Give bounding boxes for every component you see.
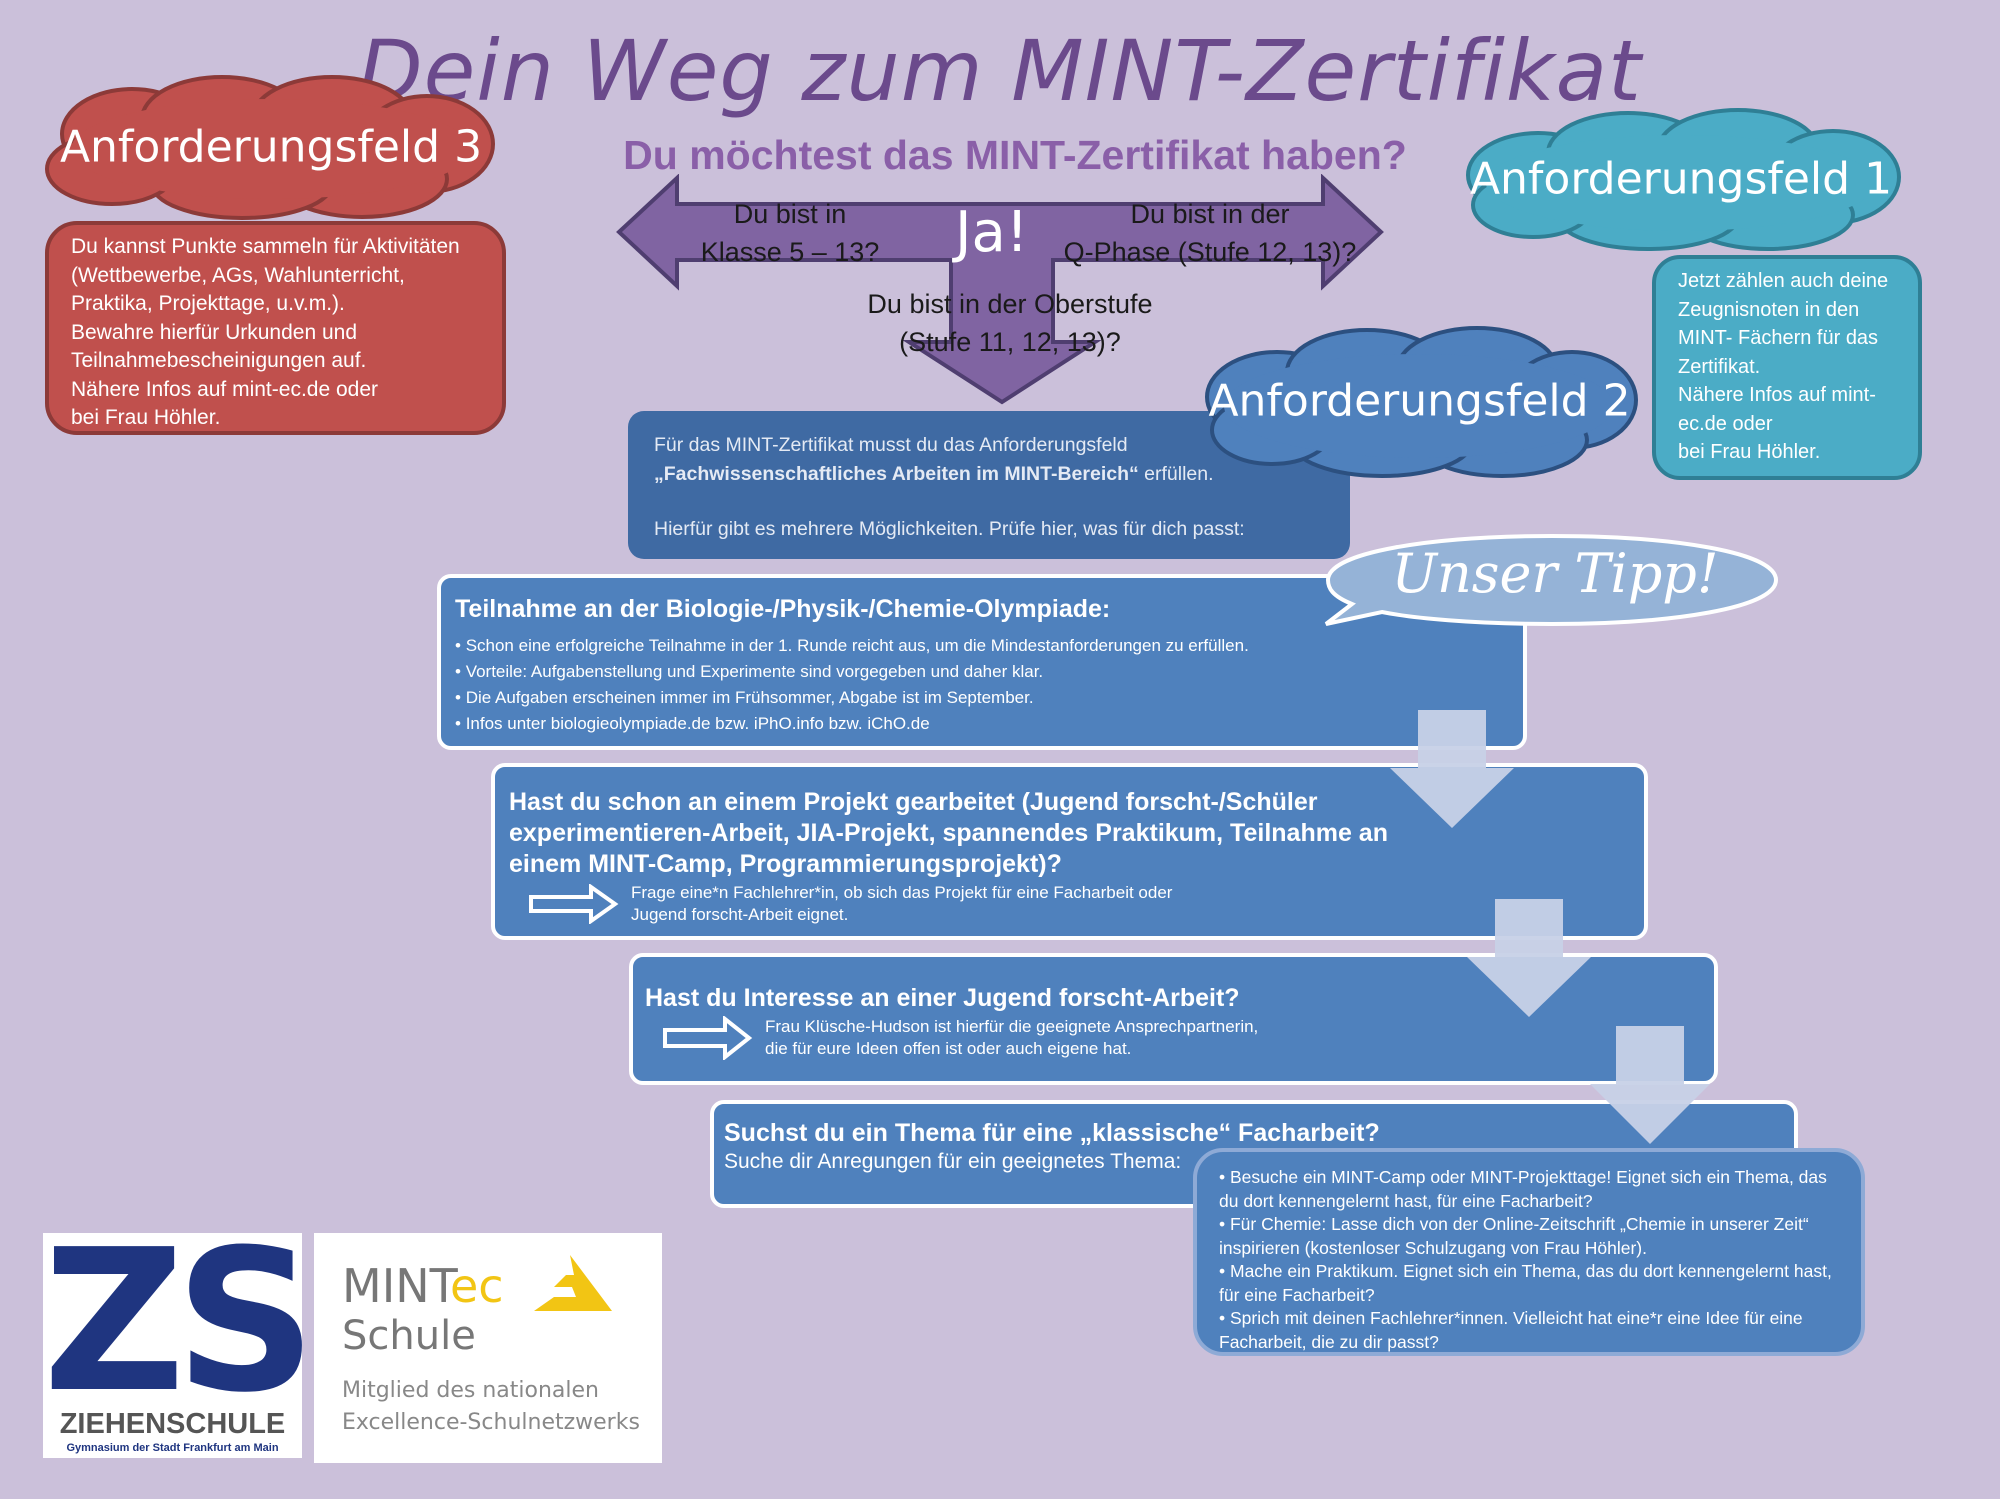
school-subtitle: Gymnasium der Stadt Frankfurt am Main [66,1442,279,1454]
tip-label: Unser Tipp! [1391,542,1719,605]
field1-description: Jetzt zählen auch deine Zeugnisnoten in … [1652,255,1922,480]
field2-label: Anforderungsfeld 2 [1208,375,1631,427]
bullet-item: • Schon eine erfolgreiche Teilnahme in d… [455,636,1249,655]
down-arrow-icon [1590,1026,1710,1144]
ziehenschule-logo: ZS ZIEHENSCHULE Gymnasium der Stadt Fran… [43,1224,316,1458]
option-title: Hast du schon an einem Projekt gearbeite… [509,788,1388,878]
text-line: Für das MINT-Zertifikat musst du das Anf… [654,434,1128,456]
bullet-item: • Besuche ein MINT-Camp oder MINT-Projek… [1219,1167,1827,1211]
text-line: Nähere Infos auf mint-ec.de oder [71,377,379,401]
question-q-phase: Du bist in der Q-Phase (Stufe 12, 13)? [1040,195,1380,271]
option-note: Frage eine*n Fachlehrer*in, ob sich das … [631,882,1172,926]
ec-text: ec [449,1259,504,1313]
text-line: Hierfür gibt es mehrere Möglichkeiten. P… [654,518,1245,540]
field1-label: Anforderungsfeld 1 [1469,153,1893,205]
text-line: Mitglied des nationalen [342,1378,599,1403]
field3-cloud: Anforderungsfeld 3 [42,74,500,220]
bullet-item: • Vorteile: Aufgabenstellung und Experim… [455,662,1044,681]
text-line: Zertifikat. [1678,355,1761,378]
tip-bubble [1324,533,1779,627]
bullet-item: • Für Chemie: Lasse dich von der Online-… [1219,1214,1809,1258]
text-line: Nähere Infos auf mint- [1678,384,1876,406]
pyramid-icon [534,1255,612,1311]
text-line: Du bist in der Oberstufe [867,289,1153,319]
bullet-item: • Sprich mit deinen Fachlehrer*innen. Vi… [1219,1308,1803,1352]
option-note: Frau Klüsche-Hudson ist hierfür die geei… [765,1016,1258,1060]
text-line: (Stufe 11, 12, 13)? [899,327,1121,357]
bullet-item: • Mache ein Praktikum. Eignet sich ein T… [1219,1261,1832,1305]
right-arrow-icon [663,1016,753,1060]
text-line: Praktika, Projekttage, u.v.m.). [71,292,345,315]
option-title: Teilnahme an der Biologie-/Physik-/Chemi… [455,595,1111,623]
text-line: (Wettbewerbe, AGs, Wahlunterricht, [71,263,405,287]
text-line: Teilnahmebescheinigungen auf. [71,349,367,372]
text-line: Bewahre hierfür Urkunden und [71,320,358,344]
right-arrow-icon [529,884,619,924]
zs-mark: ZS [43,1208,316,1436]
text-line: Excellence-Schulnetzwerks [342,1410,640,1435]
school-name: ZIEHENSCHULE [59,1408,286,1440]
yes-label: Ja! [955,200,1029,265]
bullet-item: • Infos unter biologieolympiade.de bzw. … [455,714,930,733]
text-line: Du bist in [733,199,847,229]
text-line: Klasse 5 – 13? [700,237,880,267]
bullet-item: • Die Aufgaben erscheinen immer im Frühs… [455,688,1034,707]
page-subtitle: Du möchtest das MINT-Zertifikat haben? [623,132,1407,178]
text-line: Du bist in der [1130,199,1290,229]
text-line: Jugend forscht-Arbeit eignet. [631,905,849,924]
text-line: die für eure Ideen offen ist oder auch e… [765,1039,1132,1058]
field2-cloud: Anforderungsfeld 2 [1197,322,1642,480]
question-upper-school: Du bist in der Oberstufe (Stufe 11, 12, … [840,285,1180,361]
text-line: Jetzt zählen auch deine [1678,270,1889,292]
text-line: Zeugnisnoten in den [1678,298,1860,321]
option-olympiad: Teilnahme an der Biologie-/Physik-/Chemi… [437,574,1527,750]
option-title: Hast du Interesse an einer Jugend forsch… [645,984,1240,1012]
down-arrow-icon [1467,899,1591,1017]
field1-cloud: Anforderungsfeld 1 [1458,105,1904,253]
mintec-logo: MINTec Schule Mitglied des nationalen Ex… [314,1233,662,1463]
text-line: ec.de oder [1678,412,1773,435]
text-line: Frau Klüsche-Hudson ist hierfür die geei… [765,1017,1259,1036]
question-lower-grades: Du bist in Klasse 5 – 13? [650,195,930,271]
text-line: Frage eine*n Fachlehrer*in, ob sich das … [631,883,1173,902]
option-subtitle: Suche dir Anregungen für ein geeignetes … [724,1150,1182,1173]
down-arrow-icon [1390,710,1514,828]
text-line: bei Frau Höhler. [1678,441,1821,463]
text-line: Du kannst Punkte sammeln für Aktivitäten [71,235,460,258]
option-title: Suchst du ein Thema für eine „klassische… [724,1119,1380,1147]
text-line: Q-Phase (Stufe 12, 13)? [1063,237,1357,267]
field3-label: Anforderungsfeld 3 [59,121,483,173]
schule-text: Schule [342,1313,476,1359]
field2-name: „Fachwissenschaftliches Arbeiten im MINT… [654,463,1139,485]
page-title: Dein Weg zum MINT-Zertifikat [358,22,1642,120]
text-line: erfüllen. [1138,463,1214,485]
three-way-arrow [616,174,1384,405]
text-line: bei Frau Höhler. [71,406,221,429]
facharbeit-suggestions: • Besuche ein MINT-Camp oder MINT-Projek… [1193,1148,1865,1356]
text-line: MINT- Fächern für das [1678,327,1879,349]
field3-description: Du kannst Punkte sammeln für Aktivitäten… [45,221,506,435]
mint-text: MINT [342,1259,450,1313]
